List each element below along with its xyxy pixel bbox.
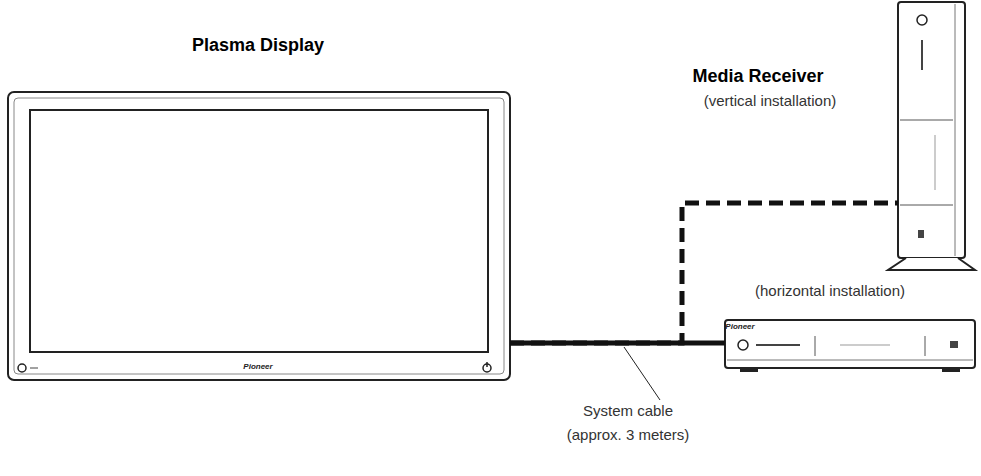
device-title: (horizontal installation) [755, 283, 905, 300]
device-title: Media Receiver [692, 67, 823, 87]
display-frame [8, 92, 510, 380]
receiver-side-edge [955, 4, 956, 256]
sensor-mark [30, 368, 38, 369]
receiver-power [917, 15, 927, 25]
receiver-stand [888, 258, 975, 270]
receiver-panel-line [925, 336, 926, 356]
leader-line [624, 347, 660, 400]
receiver-panel-line [815, 336, 816, 356]
cable-callout: System cable [583, 403, 673, 420]
display-screen [30, 110, 488, 352]
receiver-body [898, 2, 965, 258]
cable-callout: (approx. 3 meters) [567, 427, 690, 444]
brand-logo: Pioneer [725, 323, 754, 332]
receiver-body [725, 320, 975, 368]
device-node: Media Receiver(vertical installation) [898, 2, 965, 258]
receiver-power [738, 340, 748, 350]
receiver-controls [921, 40, 923, 70]
sensor-icon [18, 364, 26, 372]
receiver-port [918, 230, 924, 238]
installation-note: (vertical installation) [704, 93, 837, 110]
power-mark [486, 362, 488, 367]
receiver-foot [740, 368, 758, 372]
receiver-display-strip [935, 135, 936, 190]
device-title: Plasma Display [192, 36, 324, 56]
device-node: (horizontal installation) [725, 320, 975, 370]
brand-logo: Pioneer [243, 363, 272, 372]
receiver-foot [942, 368, 960, 372]
receiver-panel-line [900, 205, 953, 206]
receiver-controls [756, 344, 800, 346]
receiver-display-strip [840, 345, 890, 346]
system-cable [510, 203, 898, 343]
device-node: Plasma Display [8, 92, 510, 380]
display-bezel [14, 98, 504, 374]
receiver-port [950, 341, 958, 348]
receiver-base-edge [727, 360, 973, 361]
receiver-panel-line [900, 120, 953, 121]
